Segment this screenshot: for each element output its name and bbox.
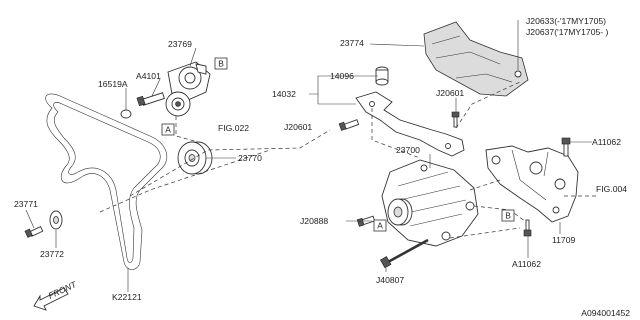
bolt-j20601-left bbox=[338, 119, 360, 131]
bolt-23771 bbox=[24, 226, 44, 238]
label-j20633: J20633(-'17MY1705) bbox=[526, 16, 606, 26]
svg-text:A: A bbox=[377, 221, 383, 231]
label-j20601-right: J20601 bbox=[436, 88, 464, 98]
washer-16519a bbox=[120, 109, 132, 119]
svg-text:A: A bbox=[165, 125, 171, 135]
bushing-14096 bbox=[375, 66, 389, 86]
label-a11062-top: A11062 bbox=[592, 137, 621, 147]
serpentine-belt bbox=[45, 93, 168, 270]
bolt-a4101 bbox=[136, 92, 165, 107]
bolt-a11062-bottom bbox=[523, 219, 532, 237]
label-fig004: FIG.004 bbox=[596, 184, 627, 194]
svg-text:B: B bbox=[505, 211, 511, 221]
svg-text:B: B bbox=[218, 59, 224, 69]
long-bolt-j40807 bbox=[379, 238, 429, 269]
bracket-14032 bbox=[355, 91, 465, 157]
label-23772: 23772 bbox=[40, 249, 64, 259]
bolt-j20601-right bbox=[451, 111, 460, 128]
label-j20637: J20637('17MY1705- ) bbox=[526, 27, 609, 37]
label-23770: 23770 bbox=[238, 153, 262, 163]
label-14032: 14032 bbox=[272, 89, 296, 99]
label-23771: 23771 bbox=[14, 199, 38, 209]
label-14096: 14096 bbox=[330, 71, 354, 81]
label-11709: 11709 bbox=[552, 235, 575, 245]
ref-marker-a-left: A bbox=[161, 123, 175, 136]
ref-marker-b-top: B bbox=[214, 57, 228, 70]
tensioner-assembly bbox=[165, 61, 211, 117]
label-a4101: A4101 bbox=[136, 71, 161, 81]
alternator-cover bbox=[423, 21, 529, 97]
label-fig022: FIG.022 bbox=[218, 123, 249, 133]
ref-marker-a-right: A bbox=[373, 219, 387, 232]
leader-lines bbox=[25, 20, 592, 292]
pulley-23772 bbox=[49, 210, 63, 230]
front-arrow-icon bbox=[33, 287, 69, 311]
label-23700: 23700 bbox=[396, 145, 420, 155]
label-a11062-bottom: A11062 bbox=[512, 259, 541, 269]
label-front: FRONT bbox=[47, 279, 79, 301]
label-16519a: 16519A bbox=[98, 79, 128, 89]
bolt-j20888 bbox=[356, 215, 376, 227]
label-23769: 23769 bbox=[168, 39, 192, 49]
ref-marker-b-right: B bbox=[501, 209, 515, 222]
label-23774: 23774 bbox=[340, 38, 364, 48]
label-k22121: K22121 bbox=[112, 292, 142, 302]
bolt-a11062-top bbox=[561, 137, 571, 157]
label-j20601-left: J20601 bbox=[284, 122, 312, 132]
label-j40807: J40807 bbox=[376, 275, 404, 285]
alternator-bracket-11709 bbox=[485, 145, 579, 223]
diagram-id: A094001452 bbox=[581, 308, 630, 318]
label-j20888: J20888 bbox=[300, 216, 328, 226]
alternator bbox=[381, 159, 479, 247]
